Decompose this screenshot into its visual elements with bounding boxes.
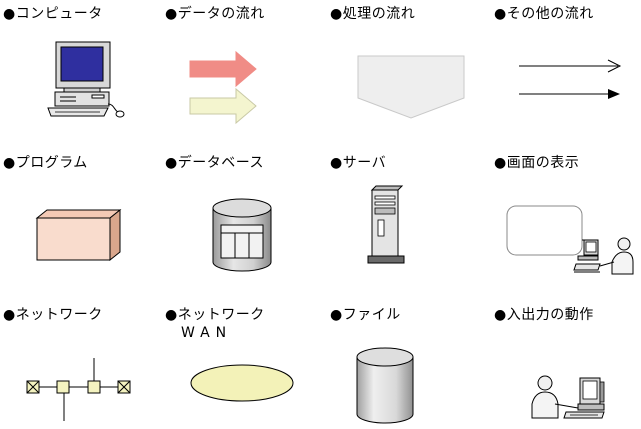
network-icon [26,358,131,421]
network-wan-icon [190,364,294,402]
label-program: ●プログラム [3,155,88,171]
label-database: ●データベース [165,155,265,171]
label-server: ●サーバ [330,155,387,171]
screen-display-icon [506,205,634,275]
computer-icon [47,41,125,118]
other-flow-icon [519,59,622,99]
process-flow-icon [357,55,465,119]
label-network-wan-sub: WAN [181,325,233,341]
label-screen-display: ●画面の表示 [494,155,580,171]
label-data-flow: ●データの流れ [165,6,265,22]
program-box-side [109,208,121,262]
network-node [87,380,101,394]
database-icon [212,198,272,272]
label-computer: ●コンピュータ [3,6,103,22]
label-process-flow: ●処理の流れ [330,6,416,22]
label-network-wan-main: ●ネットワーク [165,307,265,323]
server-icon [367,185,405,264]
label-io-operation: ●入出力の動作 [494,307,594,323]
monitor-screen [60,46,104,82]
io-operation-icon [531,375,605,419]
program-icon [35,208,122,262]
network-node [56,380,70,394]
label-network-wan: ●ネットワーク WAN [165,307,265,341]
label-other-flow: ●その他の流れ [494,6,594,22]
data-flow-arrow-secondary [189,87,257,125]
label-network: ●ネットワーク [3,307,103,323]
program-box-front [36,217,111,261]
data-flow-arrow-primary [189,50,257,88]
data-flow-icon [189,50,257,125]
label-file: ●ファイル [330,307,401,323]
file-icon [356,347,414,424]
